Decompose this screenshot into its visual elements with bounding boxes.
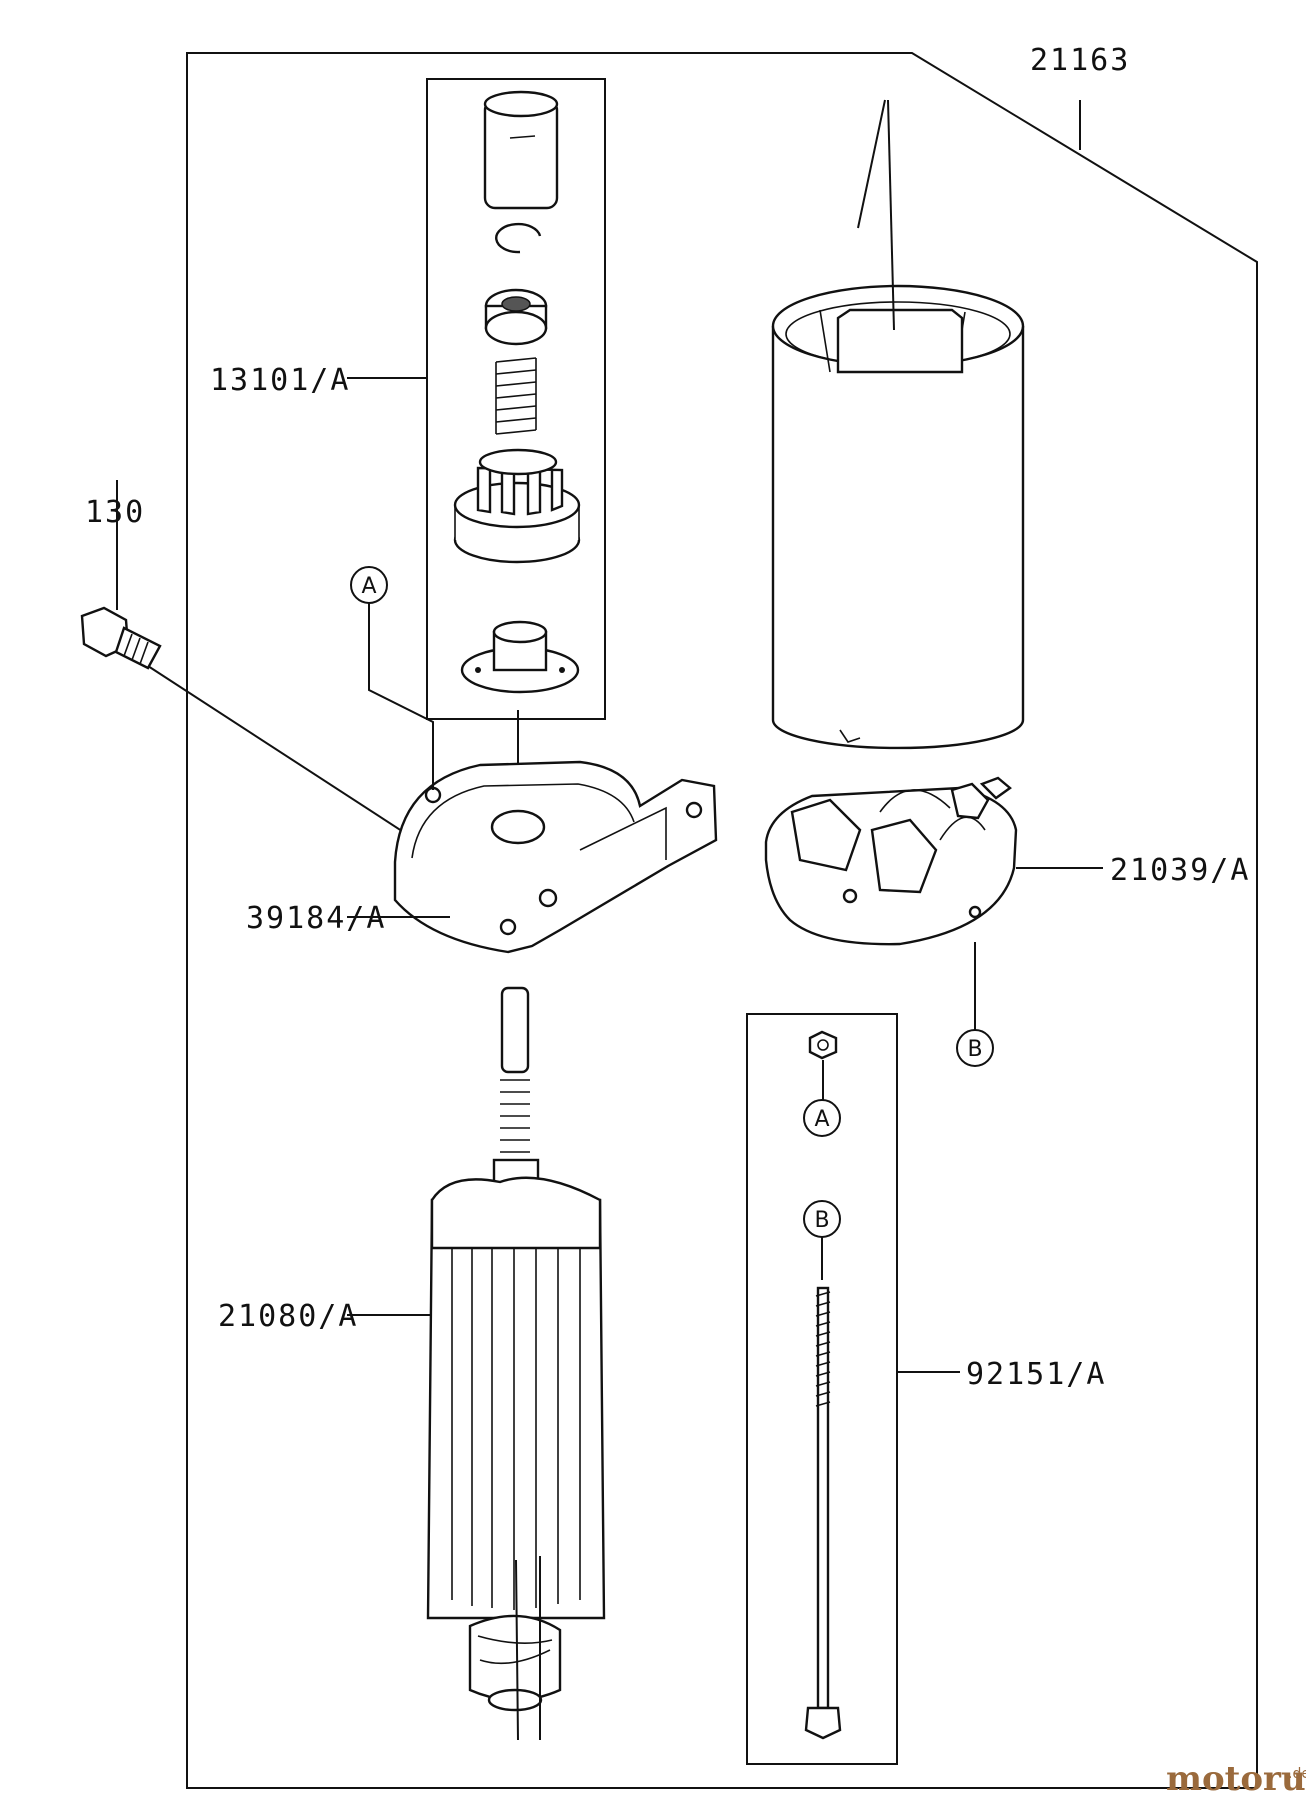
- brush-holder-endcap: [764, 776, 1018, 946]
- label-13101: 13101/A: [210, 363, 350, 398]
- pinion-gear: [453, 448, 581, 564]
- snap-ring: [495, 222, 542, 254]
- callout-b-bolt: B: [814, 1208, 829, 1233]
- callout-a-bracket: A: [361, 574, 376, 599]
- assembly-frame: [186, 52, 1258, 1789]
- callout-b-endcap-ring: [956, 1029, 994, 1067]
- armature: [426, 986, 606, 1712]
- watermark-tld: .de: [1288, 1766, 1306, 1782]
- bolt-kit-box: [746, 1013, 898, 1765]
- stop-cap: [483, 90, 559, 210]
- flange-bolt: [80, 606, 162, 670]
- hex-nut: [808, 1030, 838, 1060]
- callout-a-nut-ring: [803, 1099, 841, 1137]
- housing-line-right: [887, 99, 895, 331]
- motor-housing: [771, 284, 1025, 750]
- callout-a-nut: A: [814, 1107, 829, 1132]
- through-bolt: [804, 1286, 842, 1740]
- label-39184: 39184/A: [246, 901, 386, 936]
- mounting-bracket: [393, 760, 718, 954]
- armature-axis-lines: [515, 1556, 541, 1741]
- label-130: 130: [85, 495, 145, 530]
- leader-callout-a-bracket: [368, 603, 434, 790]
- drive-kit-box: [426, 78, 606, 720]
- drive-spring: [495, 357, 537, 435]
- watermark-brand: motoruf: [1166, 1759, 1306, 1799]
- label-21163: 21163: [1030, 43, 1130, 78]
- drive-washer: [460, 620, 580, 694]
- collar-ring: [484, 288, 548, 346]
- label-21039: 21039/A: [1110, 853, 1250, 888]
- housing-line-left: [857, 99, 886, 229]
- label-92151: 92151/A: [966, 1357, 1106, 1392]
- label-21080: 21080/A: [218, 1299, 358, 1334]
- callout-b-endcap: B: [967, 1037, 982, 1062]
